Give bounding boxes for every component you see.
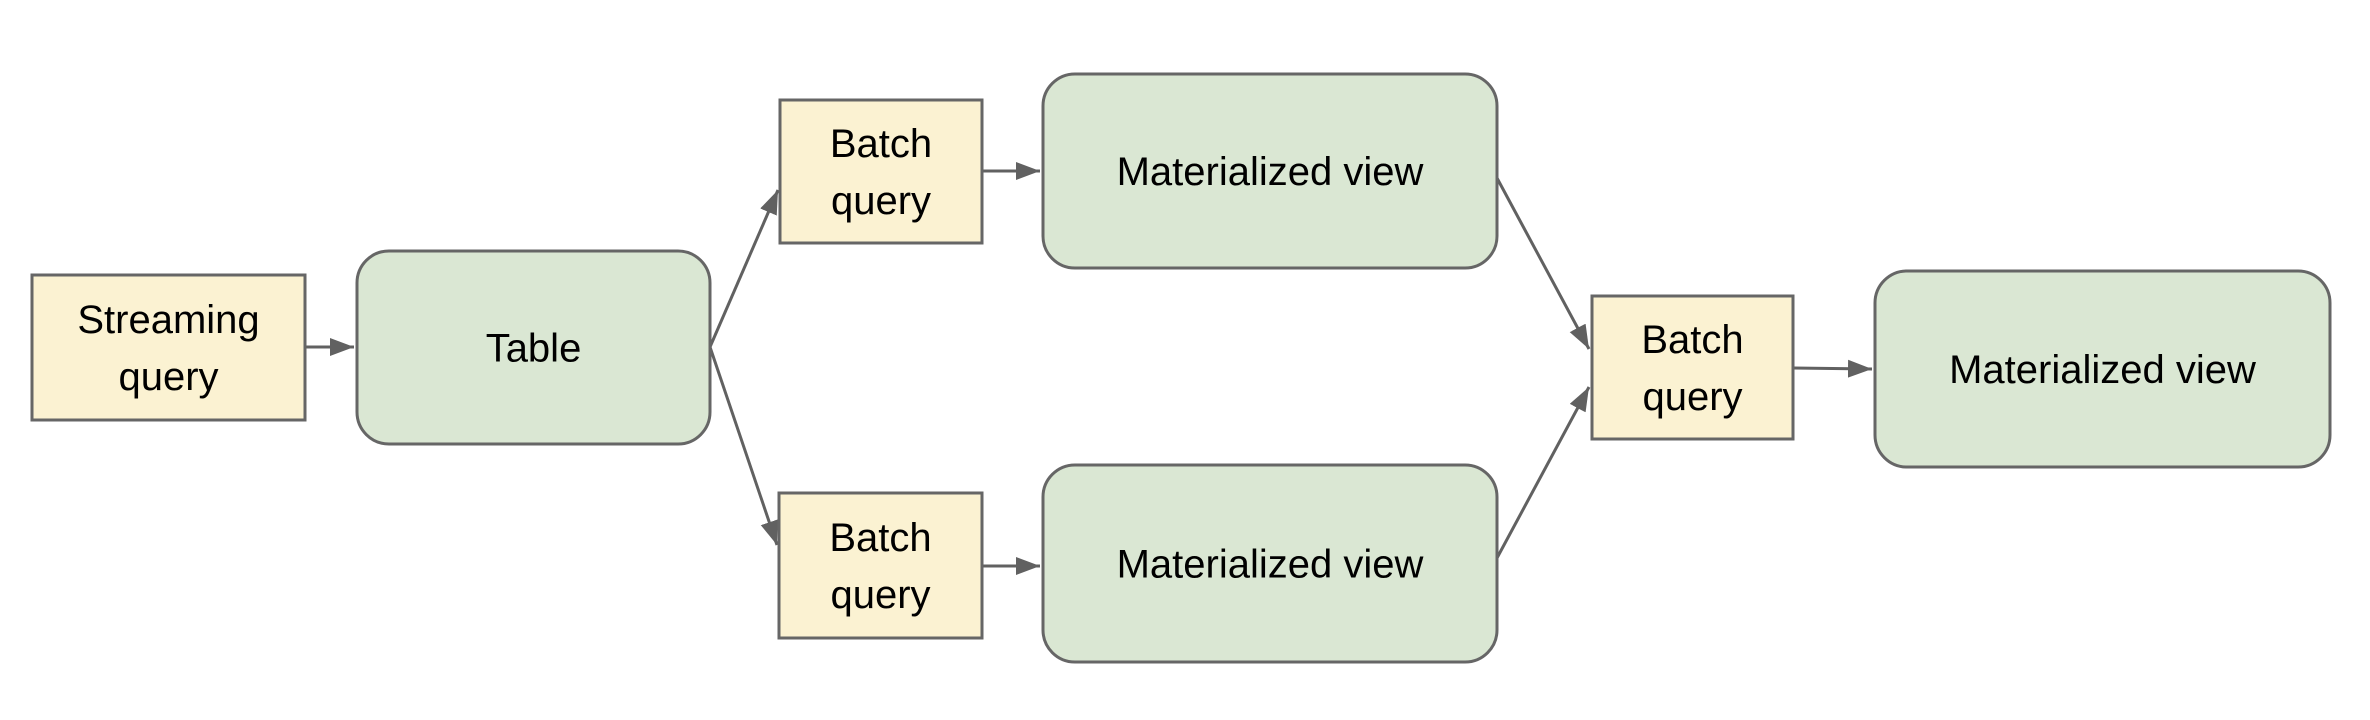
node-shape-streaming-query [30, 273, 307, 422]
node-batch-query-bottom: Batch query [777, 491, 984, 640]
node-label-line: query [118, 355, 218, 399]
node-shape-materialized-view-right [1873, 269, 2332, 469]
edge-table-to-batch-query-bottom [708, 346, 779, 546]
node-label-line: Materialized view [1117, 543, 1424, 587]
node-materialized-view-right: Materialized view [1873, 269, 2332, 469]
node-label-line: query [830, 573, 930, 617]
node-batch-query-right: Batch query [1590, 294, 1795, 441]
node-materialized-view-bottom: Materialized view [1041, 463, 1499, 664]
node-label-table: Table [486, 327, 582, 371]
node-streaming-query: Streaming query [30, 273, 307, 422]
node-label-line: Materialized view [1117, 150, 1424, 194]
edge-batch-query-right-to-materialized-view [1792, 359, 1873, 378]
node-table: Table [355, 249, 712, 446]
node-shape-materialized-view-bottom [1041, 463, 1499, 664]
node-label-line: Batch [830, 122, 932, 166]
node-label-materialized-view-top: Materialized view [1117, 150, 1424, 194]
node-label-streaming-query: Streaming query [77, 298, 259, 399]
node-label-line: Streaming [77, 298, 259, 342]
node-shape-table [355, 249, 712, 446]
node-shape-batch-query-bottom [777, 491, 984, 640]
node-label-line: Table [486, 327, 582, 371]
node-shape-batch-query-top [778, 98, 984, 245]
edge-materialized-view-top-to-batch-query [1495, 177, 1591, 350]
node-label-line: Batch [1641, 318, 1743, 362]
node-label-materialized-view-right: Materialized view [1949, 348, 2256, 392]
edge-materialized-view-bottom-to-batch-query [1495, 386, 1591, 559]
node-label-line: query [831, 179, 931, 223]
node-label-batch-query-top: Batch query [830, 122, 932, 223]
node-shape-materialized-view-top [1041, 72, 1499, 270]
edge-table-to-batch-query-top [708, 189, 780, 348]
node-shape-batch-query-right [1590, 294, 1795, 441]
node-materialized-view-top: Materialized view [1041, 72, 1499, 270]
node-label-batch-query-bottom: Batch query [829, 516, 931, 617]
node-label-batch-query-right: Batch query [1641, 318, 1743, 419]
node-label-line: query [1642, 375, 1742, 419]
node-label-materialized-view-bottom: Materialized view [1117, 543, 1424, 587]
node-label-line: Batch [829, 516, 931, 560]
node-batch-query-top: Batch query [778, 98, 984, 245]
node-label-line: Materialized view [1949, 348, 2256, 392]
